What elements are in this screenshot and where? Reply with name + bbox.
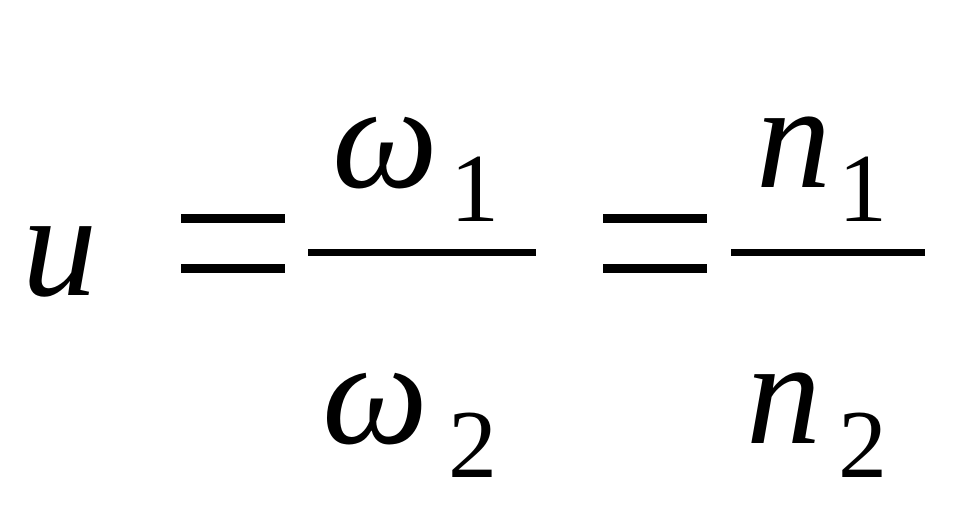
n-denominator-symbol: n [746,310,821,476]
n-numerator-symbol: n [756,54,831,220]
omega-denominator-symbol: ω [322,310,428,476]
n-denominator-subscript: 2 [838,391,887,499]
omega-numerator-subscript: 1 [450,135,499,243]
variable-u: u [22,162,97,328]
fraction-bar-2 [731,249,925,256]
n-numerator-subscript: 1 [838,135,887,243]
omega-numerator-symbol: ω [332,54,438,220]
omega-denominator-subscript: 2 [448,391,497,499]
fraction-bar-1 [308,249,536,256]
